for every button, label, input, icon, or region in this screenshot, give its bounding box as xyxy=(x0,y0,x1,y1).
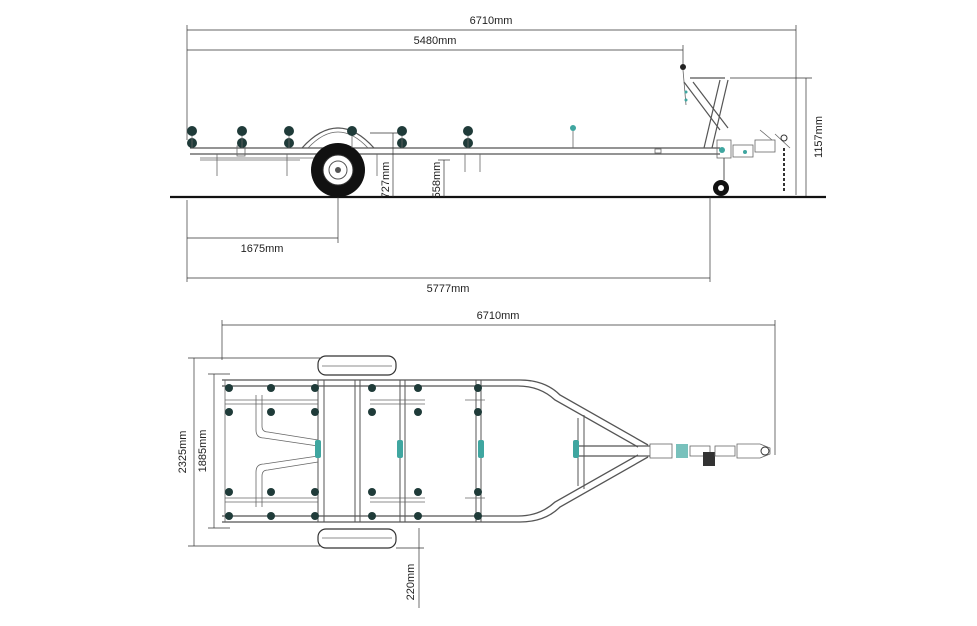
roller-pair xyxy=(474,488,482,520)
label-side-overall-length: 6710mm xyxy=(470,15,513,27)
dim-top-wheel-offset: 220mm xyxy=(396,528,424,608)
label-side-height: 1157mm xyxy=(813,116,825,158)
side-roller xyxy=(397,126,407,148)
top-brackets xyxy=(315,440,579,458)
label-side-wheel-height: 727mm xyxy=(380,162,392,199)
dim-side-axle-to-rear: 1675mm xyxy=(186,197,339,282)
label-side-bunk-length: 5480mm xyxy=(414,35,457,47)
dim-top-overall-width: 2325mm xyxy=(177,357,320,547)
top-frame xyxy=(222,379,650,523)
label-side-axle-to-rear: 1675mm xyxy=(241,243,284,255)
roller-pair xyxy=(474,384,482,416)
roller-pair xyxy=(225,488,233,520)
label-top-overall-width: 2325mm xyxy=(177,431,189,474)
roller-pair xyxy=(414,488,422,520)
roller-pair xyxy=(368,384,376,416)
side-roller xyxy=(570,125,576,148)
top-wheel-lower xyxy=(317,528,397,549)
top-coupler xyxy=(649,443,771,466)
side-rollers xyxy=(187,125,576,148)
dim-side-bunk-length: 5480mm xyxy=(187,35,684,65)
label-top-overall-length: 6710mm xyxy=(477,310,520,322)
side-coupler xyxy=(732,129,791,192)
roller-pair xyxy=(267,384,275,416)
roller-pair xyxy=(267,488,275,520)
dim-side-overall-length: 6710mm xyxy=(186,15,797,195)
side-roller xyxy=(347,126,357,148)
side-wheel xyxy=(311,143,365,197)
label-top-wheel-offset: 220mm xyxy=(405,564,417,601)
side-roller xyxy=(187,126,197,148)
side-view: 6710mm 5480mm 1157mm xyxy=(170,15,826,295)
label-side-bed-height: 558mm xyxy=(431,162,443,199)
label-side-body-length: 5777mm xyxy=(427,283,470,295)
dim-top-overall-length: 6710mm xyxy=(221,310,776,455)
label-top-inner-width: 1885mm xyxy=(197,430,209,473)
top-view: 6710mm 2325mm 1885mm xyxy=(177,310,776,608)
dim-side-wheel-height: 727mm xyxy=(370,132,398,199)
roller-pair xyxy=(368,488,376,520)
roller-pair xyxy=(311,384,319,416)
side-fender xyxy=(301,127,375,149)
roller-pair xyxy=(225,384,233,416)
side-jockey-wheel xyxy=(713,139,732,196)
top-rollers xyxy=(225,384,482,520)
roller-pair xyxy=(414,384,422,416)
side-roller xyxy=(237,126,247,148)
dim-top-inner-width: 1885mm xyxy=(197,373,230,529)
roller-pair xyxy=(311,488,319,520)
dim-side-body-length: 5777mm xyxy=(187,197,711,295)
dim-side-bed-height: 558mm xyxy=(431,159,450,199)
side-winch-post xyxy=(680,64,729,149)
side-roller xyxy=(463,126,473,148)
top-wheel-upper xyxy=(317,355,397,376)
side-roller xyxy=(284,126,294,148)
dim-side-height: 1157mm xyxy=(730,77,825,196)
side-frame xyxy=(190,145,720,176)
